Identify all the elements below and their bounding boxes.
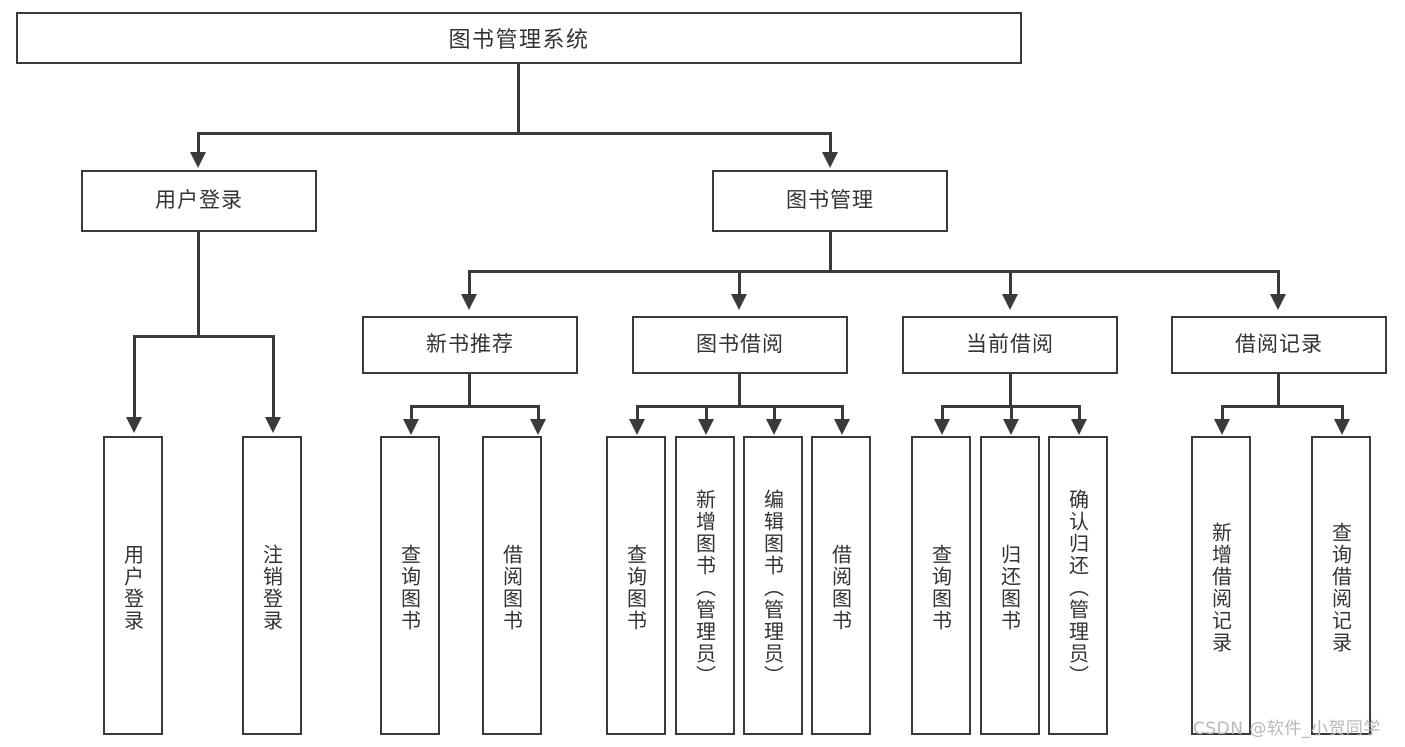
connector-borrowrecord-stem: [1277, 374, 1280, 405]
arrow-to-leaf-add-book: [698, 419, 714, 435]
connector-recommend-drop-2: [537, 405, 540, 421]
connector-bookborrow-drop-4: [841, 405, 844, 421]
connector-level3-bus: [468, 270, 1280, 273]
node-current-borrow[interactable]: 当前借阅: [902, 316, 1118, 374]
leaf-borrow-book[interactable]: 借阅图书: [811, 436, 871, 735]
arrow-to-leaf-edit-book: [766, 419, 782, 435]
connector-bookborrow-drop-2: [705, 405, 708, 421]
connector-bookborrow-stem: [738, 374, 741, 405]
arrow-to-new-book-recommend: [461, 294, 477, 310]
arrow-to-leaf-borrow-book-b: [834, 419, 850, 435]
connector-book-manage-stem: [829, 232, 832, 270]
leaf-user-login[interactable]: 用户登录: [103, 436, 163, 735]
connector-borrowrecord-bus: [1221, 405, 1344, 408]
arrow-to-book-borrow: [731, 294, 747, 310]
node-label: 用户登录: [120, 543, 145, 632]
connector-borrowrecord-drop-2: [1341, 405, 1344, 421]
connector-recommend-stem: [468, 374, 471, 405]
node-label: 查询图书: [623, 543, 648, 632]
leaf-add-book-admin[interactable]: 新增图书（管理员）: [675, 436, 735, 735]
connector-level2-bus: [197, 132, 830, 135]
leaf-borrow-book-recommend[interactable]: 借阅图书: [482, 436, 542, 735]
connector-level3-drop-2: [738, 270, 741, 296]
connector-level2-drop-1: [197, 132, 200, 154]
arrow-to-leaf-query-book-a: [403, 419, 419, 435]
leaf-edit-book-admin[interactable]: 编辑图书（管理员）: [743, 436, 803, 735]
arrow-to-leaf-borrow-book-a: [530, 419, 546, 435]
node-label: 查询借阅记录: [1328, 521, 1353, 654]
node-user-login[interactable]: 用户登录: [81, 170, 317, 232]
connector-recommend-drop-1: [410, 405, 413, 421]
connector-user-login-drop-1: [133, 335, 136, 419]
node-label: 归还图书: [997, 543, 1022, 632]
connector-currentborrow-drop-3: [1078, 405, 1081, 421]
node-label: 图书管理系统: [448, 28, 590, 53]
arrow-to-borrow-record: [1270, 294, 1286, 310]
arrow-to-book-manage: [822, 152, 838, 168]
node-label: 确认归还（管理员）: [1065, 488, 1090, 687]
leaf-add-borrow-record[interactable]: 新增借阅记录: [1191, 436, 1251, 735]
connector-user-login-drop-2: [272, 335, 275, 419]
node-label: 新书推荐: [426, 332, 514, 357]
connector-level3-drop-3: [1009, 270, 1012, 296]
arrow-to-current-borrow: [1002, 294, 1018, 310]
connector-bookborrow-drop-1: [636, 405, 639, 421]
arrow-to-leaf-query-book-b: [629, 419, 645, 435]
node-book-borrow[interactable]: 图书借阅: [632, 316, 848, 374]
leaf-query-book-recommend[interactable]: 查询图书: [380, 436, 440, 735]
arrow-to-leaf-user-login: [126, 417, 142, 433]
connector-level3-drop-4: [1277, 270, 1280, 296]
connector-bookborrow-bus: [636, 405, 844, 408]
node-label: 新增借阅记录: [1208, 521, 1233, 654]
node-new-book-recommend[interactable]: 新书推荐: [362, 316, 578, 374]
node-label: 图书借阅: [696, 332, 784, 357]
node-label: 用户登录: [155, 188, 243, 213]
arrow-to-leaf-query-record: [1334, 419, 1350, 435]
leaf-query-book-borrow[interactable]: 查询图书: [606, 436, 666, 735]
connector-level3-drop-1: [468, 270, 471, 296]
leaf-confirm-return-admin[interactable]: 确认归还（管理员）: [1048, 436, 1108, 735]
leaf-query-borrow-record[interactable]: 查询借阅记录: [1311, 436, 1371, 735]
arrow-to-leaf-logout: [265, 417, 281, 433]
node-book-manage[interactable]: 图书管理: [712, 170, 948, 232]
csdn-watermark: CSDN @软件_小贺同学: [1193, 719, 1381, 739]
connector-borrowrecord-drop-1: [1221, 405, 1224, 421]
arrow-to-leaf-query-book-c: [934, 419, 950, 435]
node-label: 图书管理: [786, 188, 874, 213]
node-label: 查询图书: [928, 543, 953, 632]
node-root-system[interactable]: 图书管理系统: [16, 12, 1022, 64]
node-label: 借阅记录: [1235, 332, 1323, 357]
node-label: 编辑图书（管理员）: [760, 488, 785, 687]
connector-user-login-bus: [133, 335, 275, 338]
connector-recommend-bus: [410, 405, 540, 408]
connector-currentborrow-stem: [1009, 374, 1012, 405]
node-label: 当前借阅: [966, 332, 1054, 357]
connector-root-stem: [517, 64, 520, 132]
connector-user-login-stem: [197, 232, 200, 335]
leaf-query-book-current[interactable]: 查询图书: [911, 436, 971, 735]
connector-level2-drop-2: [829, 132, 832, 154]
node-label: 借阅图书: [828, 543, 853, 632]
node-label: 新增图书（管理员）: [692, 488, 717, 687]
leaf-return-book[interactable]: 归还图书: [980, 436, 1040, 735]
connector-bookborrow-drop-3: [773, 405, 776, 421]
node-borrow-record[interactable]: 借阅记录: [1171, 316, 1387, 374]
arrow-to-leaf-confirm-return: [1071, 419, 1087, 435]
arrow-to-leaf-return-book: [1003, 419, 1019, 435]
connector-currentborrow-drop-1: [941, 405, 944, 421]
node-label: 查询图书: [397, 543, 422, 632]
arrow-to-leaf-add-record: [1214, 419, 1230, 435]
arrow-to-user-login: [190, 152, 206, 168]
leaf-logout[interactable]: 注销登录: [242, 436, 302, 735]
node-label: 注销登录: [259, 543, 284, 632]
node-label: 借阅图书: [499, 543, 524, 632]
connector-currentborrow-drop-2: [1010, 405, 1013, 421]
